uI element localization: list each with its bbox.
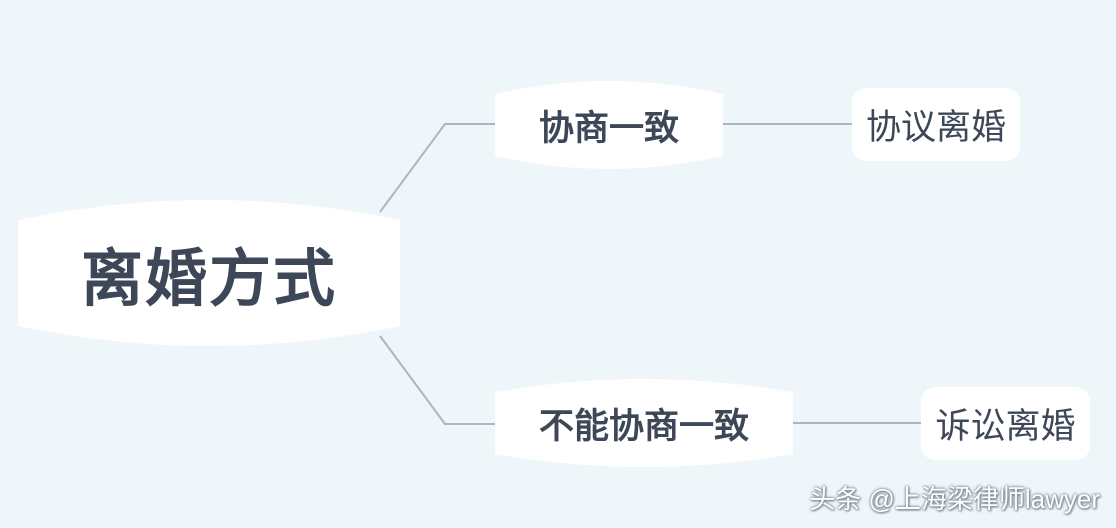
branch-node-1-label: 协商一致 — [538, 108, 679, 149]
leaf-node-2-label: 诉讼离婚 — [935, 407, 1076, 447]
leaf-node-2[interactable]: 诉讼离婚 — [921, 387, 1090, 460]
branch-node-2[interactable]: 不能协商一致 — [495, 372, 793, 474]
root-node-shape — [18, 200, 400, 346]
connector-root-to-branch-2 — [379, 335, 497, 425]
root-node-label: 离婚方式 — [80, 242, 337, 315]
leaf-node-1[interactable]: 协议离婚 — [852, 88, 1020, 161]
branch-node-1-shape — [495, 81, 723, 169]
watermark-text: 头条 @上海梁律师lawyer — [809, 484, 1100, 514]
branch-node-1[interactable]: 协商一致 — [495, 74, 723, 176]
root-node[interactable]: 离婚方式 — [18, 188, 400, 358]
branch-node-2-shape — [495, 379, 793, 467]
leaf-node-1-label: 协议离婚 — [865, 108, 1006, 148]
branch-node-2-label: 不能协商一致 — [538, 406, 749, 447]
connector-root-to-branch-1 — [379, 123, 497, 213]
